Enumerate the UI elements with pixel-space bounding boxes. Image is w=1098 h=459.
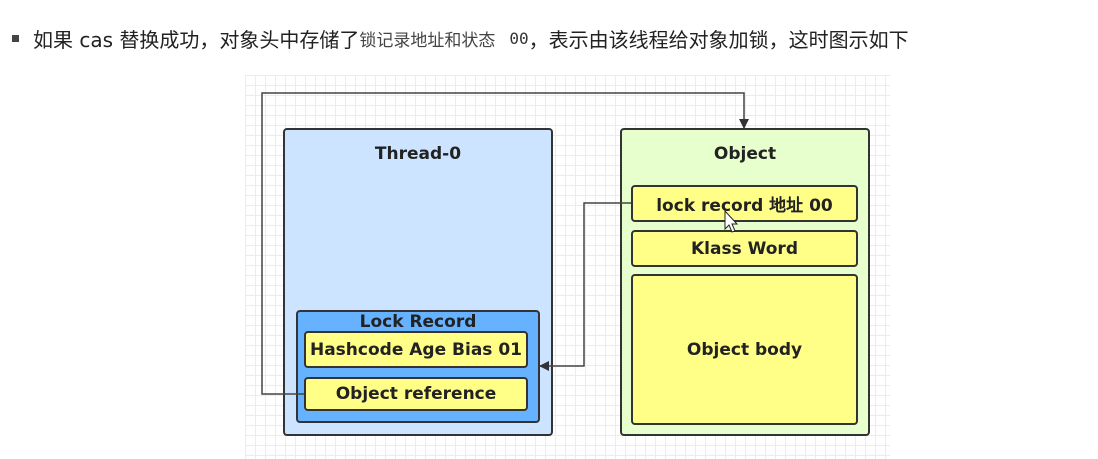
paragraph-text-part1: 如果 cas 替换成功，对象头中存储了 [33, 27, 360, 52]
lock-record-address-cell: lock record 地址 00 [631, 185, 858, 222]
mouse-cursor-icon [724, 209, 739, 233]
paragraph-text-part3: ，表示由该线程给对象加锁，这时图示如下 [528, 27, 909, 52]
klass-word-cell: Klass Word [631, 230, 858, 267]
lock-record-title: Lock Record [359, 312, 477, 332]
connector-lines [261, 92, 749, 395]
object-title: Object [713, 144, 777, 164]
object-body-cell: Object body [631, 274, 858, 425]
paragraph-text-part2: 锁记录地址和状态 [359, 30, 496, 51]
object-reference-arrow [261, 92, 749, 395]
lock-record-pointer-arrow [539, 202, 631, 371]
paragraph-inline-code: 00 [509, 28, 529, 48]
bullet-paragraph: 如果 cas 替换成功，对象头中存储了 锁记录地址和状态 00 ，表示由该线程给… [10, 18, 909, 58]
bullet-marker [12, 34, 19, 42]
thread-title: Thread-0 [374, 144, 462, 164]
lock-diagram: Thread-0 Object Lock Record Hashcode Age… [245, 75, 890, 459]
hashcode-cell: Hashcode Age Bias 01 [304, 331, 528, 368]
object-reference-cell: Object reference [304, 377, 528, 411]
